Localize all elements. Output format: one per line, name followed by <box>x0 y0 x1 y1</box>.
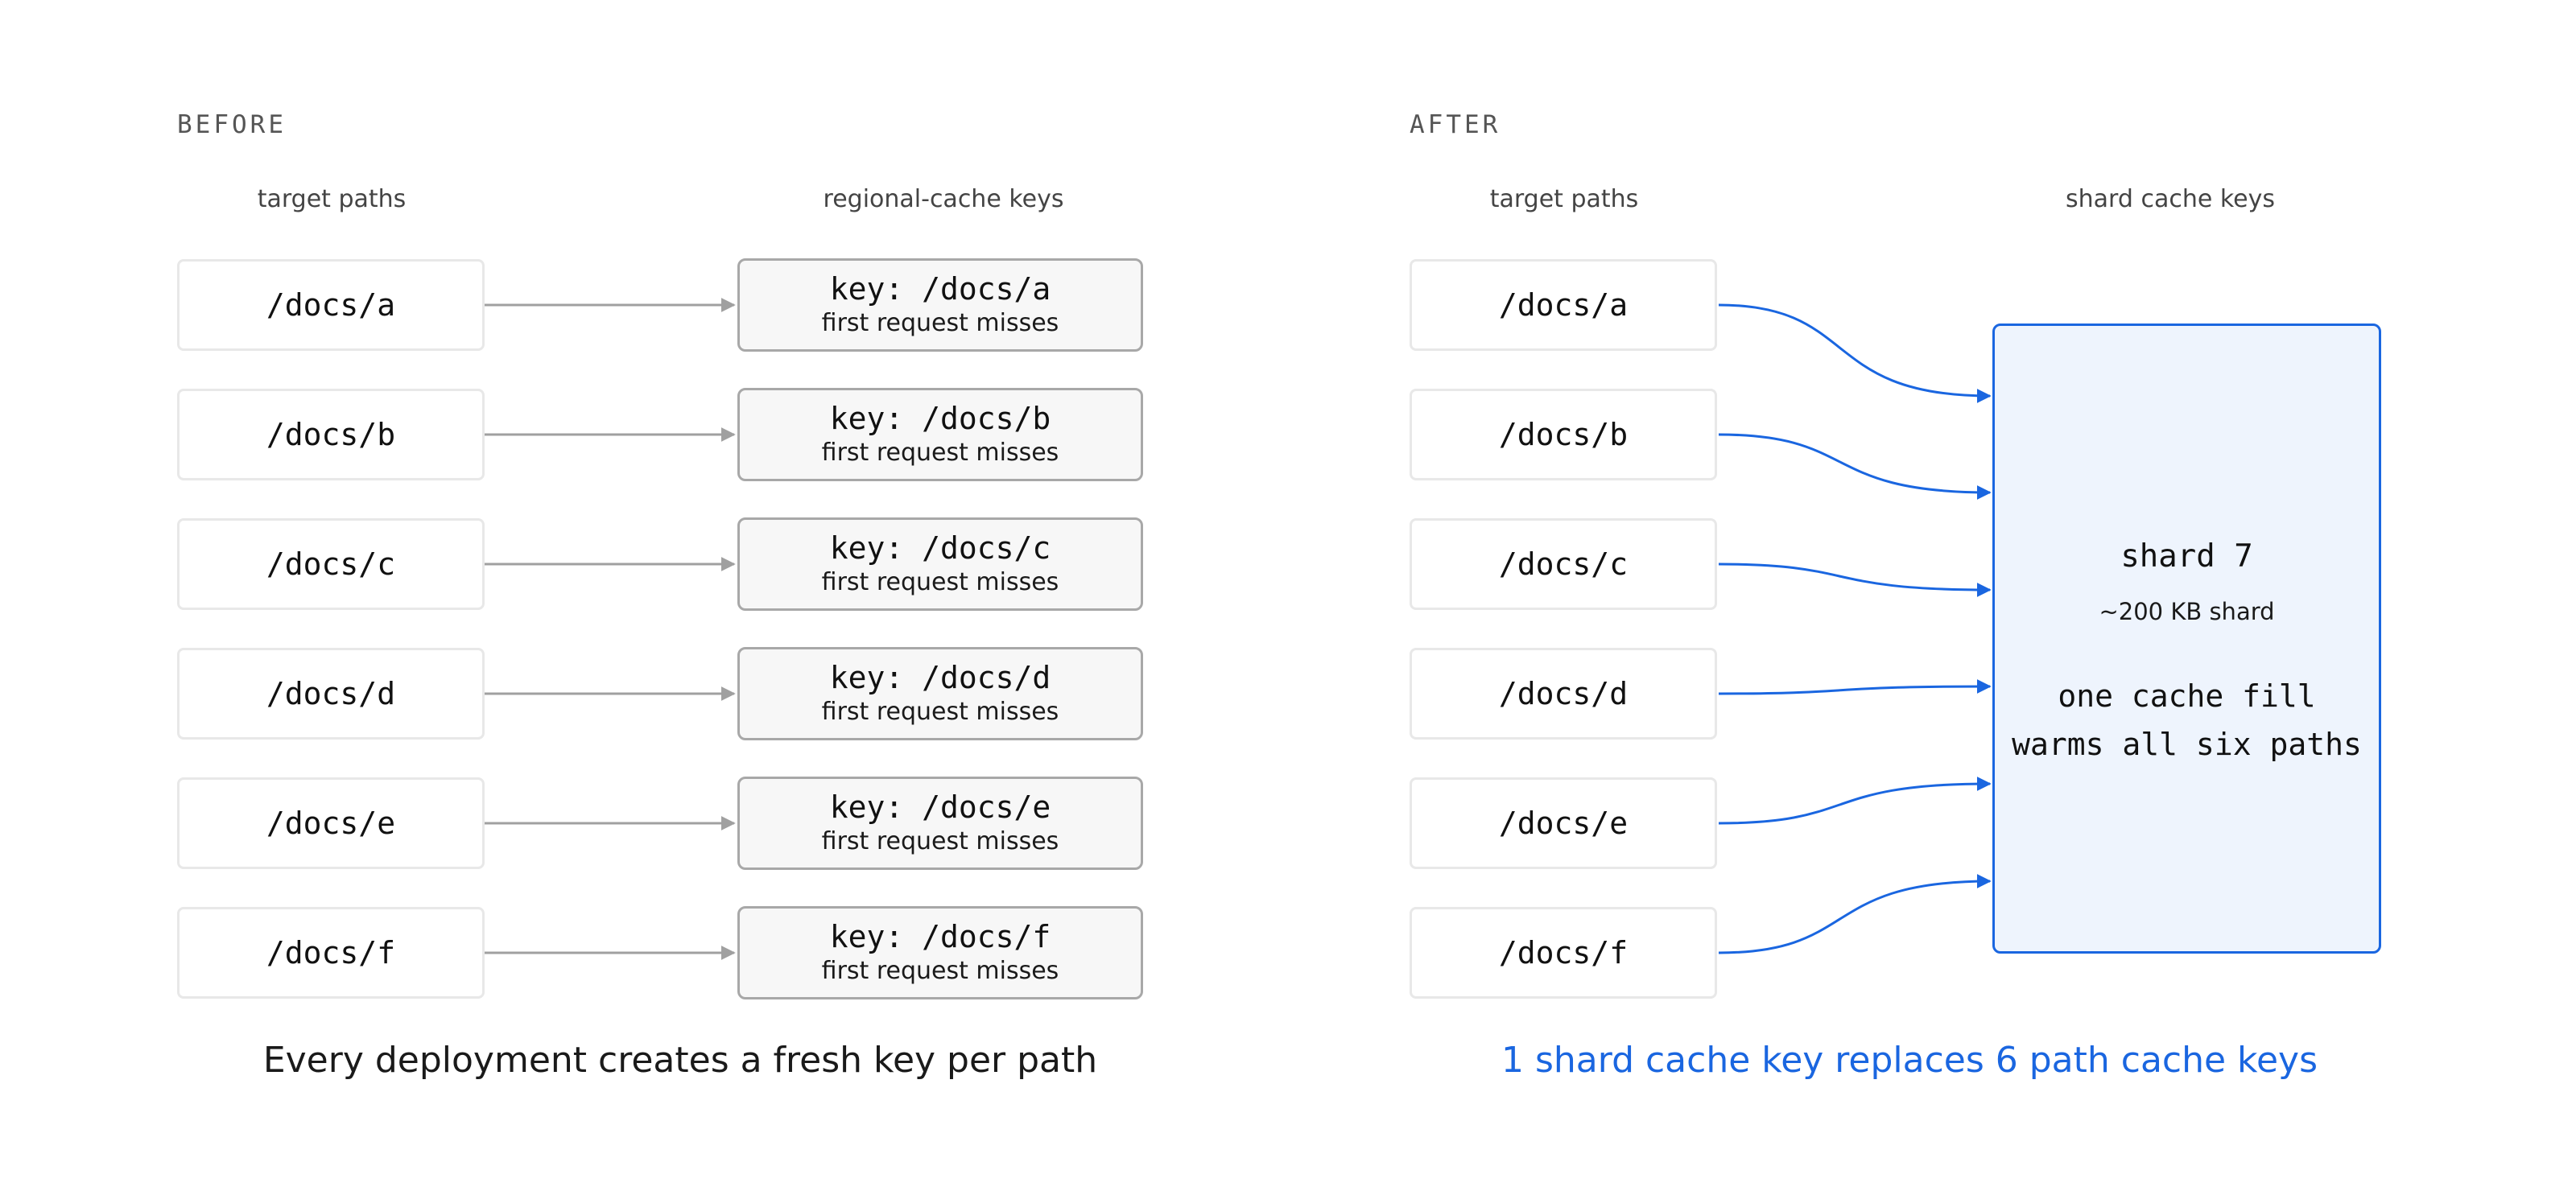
key-note: first request misses <box>821 568 1059 596</box>
key-note: first request misses <box>821 957 1059 985</box>
key-label: key: /docs/d <box>829 660 1051 695</box>
before-cache-keys-header: regional-cache keys <box>823 185 1064 213</box>
after-target-paths-header: target paths <box>1489 185 1639 213</box>
before-key-box-e: key: /docs/e first request misses <box>737 777 1143 870</box>
key-label: key: /docs/c <box>829 530 1051 566</box>
after-connector-e <box>1718 777 1992 825</box>
before-path-box-e: /docs/e <box>177 777 485 869</box>
key-label: key: /docs/a <box>829 271 1051 307</box>
after-shard-keys-header: shard cache keys <box>2066 185 2275 213</box>
shard-cache-box: shard 7 ~200 KB shard one cache fill war… <box>1992 324 2381 954</box>
before-key-box-f: key: /docs/f first request misses <box>737 906 1143 999</box>
key-note: first request misses <box>821 698 1059 726</box>
before-path-box-c: /docs/c <box>177 518 485 610</box>
key-label: key: /docs/e <box>829 789 1051 825</box>
before-key-box-c: key: /docs/c first request misses <box>737 517 1143 611</box>
before-target-paths-header: target paths <box>257 185 407 213</box>
after-path-box-c: /docs/c <box>1410 518 1717 610</box>
before-path-box-b: /docs/b <box>177 389 485 480</box>
before-caption: Every deployment creates a fresh key per… <box>262 1040 1098 1081</box>
after-path-box-e: /docs/e <box>1410 777 1717 869</box>
after-path-box-a: /docs/a <box>1410 259 1717 351</box>
after-connector-d <box>1718 679 1992 695</box>
after-path-box-d: /docs/d <box>1410 648 1717 740</box>
before-path-box-d: /docs/d <box>177 648 485 740</box>
after-path-box-f: /docs/f <box>1410 907 1717 999</box>
before-key-box-b: key: /docs/b first request misses <box>737 388 1143 481</box>
before-path-box-a: /docs/a <box>177 259 485 351</box>
after-connector-b <box>1718 433 1992 500</box>
before-key-box-a: key: /docs/a first request misses <box>737 258 1143 352</box>
after-caption: 1 shard cache key replaces 6 path cache … <box>1501 1040 2318 1081</box>
after-connector-c <box>1718 563 1992 597</box>
after-section-label: AFTER <box>1410 110 1501 139</box>
key-note: first request misses <box>821 827 1059 855</box>
shard-title: shard 7 <box>2120 538 2253 575</box>
key-label: key: /docs/f <box>829 919 1051 954</box>
before-path-box-f: /docs/f <box>177 907 485 999</box>
before-section-label: BEFORE <box>177 110 287 139</box>
shard-note-line-1: one cache fill <box>2058 678 2316 714</box>
after-path-box-b: /docs/b <box>1410 389 1717 480</box>
after-connector-f <box>1718 874 1992 954</box>
key-note: first request misses <box>821 439 1059 467</box>
after-connector-a <box>1718 303 1992 403</box>
key-label: key: /docs/b <box>829 401 1051 436</box>
shard-note-line-2: warms all six paths <box>2012 727 2362 762</box>
before-key-box-d: key: /docs/d first request misses <box>737 647 1143 740</box>
shard-size: ~200 KB shard <box>2099 598 2275 625</box>
key-note: first request misses <box>821 309 1059 337</box>
